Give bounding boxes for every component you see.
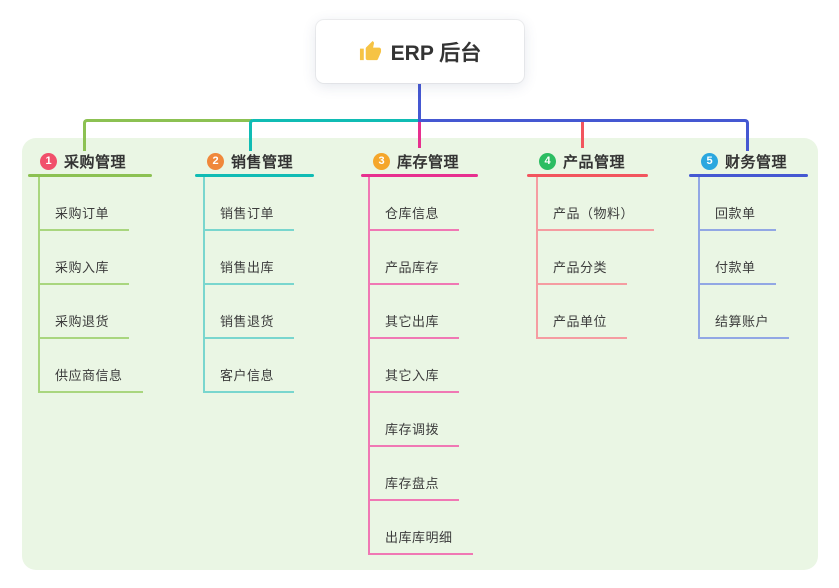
connector-drop-inventory (418, 119, 421, 148)
child-node[interactable]: 产品库存 (368, 257, 460, 285)
child-node[interactable]: 其它入库 (368, 365, 460, 393)
thumbs-up-icon (359, 40, 382, 63)
branch-purchase: 1 采购管理 采购订单 采购入库 采购退货 供应商信息 (28, 148, 152, 393)
child-node[interactable]: 付款单 (698, 257, 776, 285)
child-node[interactable]: 仓库信息 (368, 203, 460, 231)
branch-inventory-header[interactable]: 3 库存管理 (361, 148, 478, 174)
connector-branch-purchase (83, 119, 252, 151)
background-panel (22, 138, 818, 570)
child-node[interactable]: 产品（物料） (536, 203, 655, 231)
connector-drop-product (581, 122, 584, 148)
root-title: ERP 后台 (390, 41, 482, 65)
branch-finance: 5 财务管理 回款单 付款单 结算账户 (689, 148, 808, 339)
child-node[interactable]: 库存盘点 (368, 473, 460, 501)
child-node[interactable]: 采购退货 (38, 311, 130, 339)
root-node[interactable]: ERP 后台 (316, 20, 524, 83)
child-node[interactable]: 供应商信息 (38, 365, 143, 393)
branch-number-badge: 5 (701, 152, 718, 170)
branch-number-badge: 4 (539, 152, 556, 170)
child-node[interactable]: 销售订单 (203, 203, 295, 231)
branch-number-badge: 2 (207, 152, 224, 170)
branch-inventory-children: 仓库信息 产品库存 其它出库 其它入库 库存调拨 库存盘点 出库库明细 (368, 177, 478, 555)
child-node[interactable]: 回款单 (698, 203, 776, 231)
branch-underline (361, 174, 478, 177)
child-node[interactable]: 产品单位 (536, 311, 628, 339)
branch-label: 财务管理 (725, 153, 788, 171)
child-node[interactable]: 销售出库 (203, 257, 295, 285)
branch-label: 销售管理 (231, 153, 294, 171)
branch-label: 采购管理 (64, 153, 127, 171)
branch-finance-header[interactable]: 5 财务管理 (689, 148, 808, 174)
branch-finance-children: 回款单 付款单 结算账户 (698, 177, 808, 339)
branch-underline (28, 174, 152, 177)
branch-underline (527, 174, 648, 177)
child-node[interactable]: 销售退货 (203, 311, 295, 339)
branch-product: 4 产品管理 产品（物料） 产品分类 产品单位 (527, 148, 655, 339)
branch-sales-header[interactable]: 2 销售管理 (195, 148, 314, 174)
branch-inventory: 3 库存管理 仓库信息 产品库存 其它出库 其它入库 库存调拨 库存盘点 出库库… (361, 148, 478, 555)
connector-root-stem (418, 83, 421, 122)
child-node[interactable]: 采购入库 (38, 257, 130, 285)
branch-purchase-children: 采购订单 采购入库 采购退货 供应商信息 (38, 177, 152, 393)
branch-purchase-header[interactable]: 1 采购管理 (28, 148, 152, 174)
branch-sales-children: 销售订单 销售出库 销售退货 客户信息 (203, 177, 314, 393)
child-node[interactable]: 采购订单 (38, 203, 130, 231)
branch-underline (195, 174, 314, 177)
connector-branch-finance (418, 119, 749, 151)
child-node[interactable]: 其它出库 (368, 311, 460, 339)
child-node[interactable]: 出库库明细 (368, 527, 473, 555)
connector-branch-sales (249, 119, 421, 151)
branch-number-badge: 3 (373, 152, 390, 170)
branch-underline (689, 174, 808, 177)
child-node[interactable]: 客户信息 (203, 365, 295, 393)
child-node[interactable]: 结算账户 (698, 311, 790, 339)
child-node[interactable]: 产品分类 (536, 257, 628, 285)
branch-label: 产品管理 (563, 153, 626, 171)
branch-product-children: 产品（物料） 产品分类 产品单位 (536, 177, 655, 339)
branch-label: 库存管理 (397, 153, 460, 171)
branch-product-header[interactable]: 4 产品管理 (527, 148, 648, 174)
child-node[interactable]: 库存调拨 (368, 419, 460, 447)
branch-sales: 2 销售管理 销售订单 销售出库 销售退货 客户信息 (195, 148, 314, 393)
branch-number-badge: 1 (40, 152, 57, 170)
